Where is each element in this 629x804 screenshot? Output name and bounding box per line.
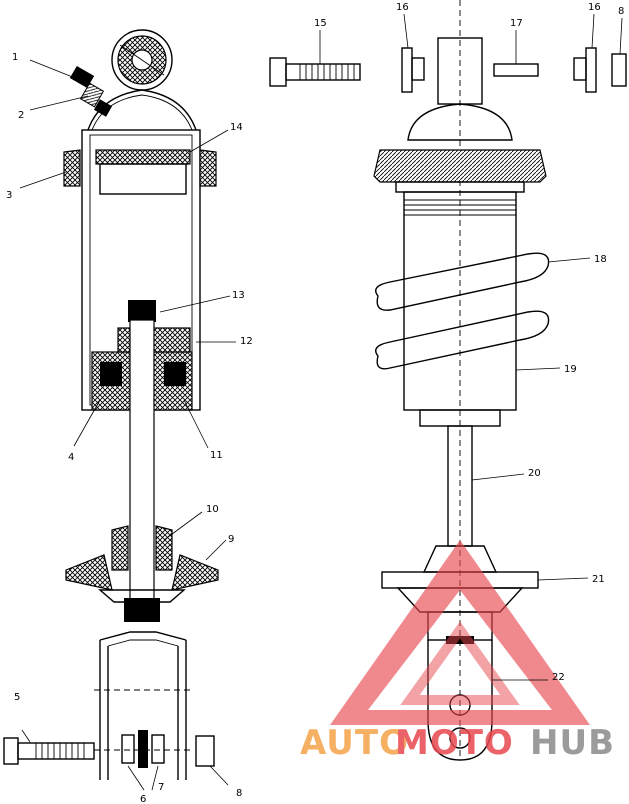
cylinder-body	[63, 129, 217, 601]
callout-7: 7	[158, 782, 164, 793]
nut-8-left	[195, 735, 215, 767]
fill-valve	[69, 65, 113, 117]
callout-16-left: 16	[396, 2, 409, 13]
watermark-text-moto: MOTO	[395, 723, 514, 763]
washer-16-left	[401, 47, 413, 93]
top-cap	[407, 103, 513, 141]
callout-5: 5	[14, 692, 20, 703]
callout-leaders	[19, 13, 623, 791]
callout-11: 11	[210, 450, 223, 461]
callout-8-right: 8	[618, 6, 624, 17]
callout-10: 10	[206, 504, 219, 515]
callout-20: 20	[528, 468, 541, 479]
callout-1: 1	[12, 52, 18, 63]
callout-22: 22	[552, 672, 565, 683]
callout-14: 14	[230, 122, 243, 133]
sleeve-17	[493, 63, 539, 77]
watermark-triangle-icon	[330, 540, 590, 725]
watermark-text-auto: AUTO	[300, 723, 409, 763]
callout-12: 12	[240, 336, 253, 347]
washer-16-right	[585, 47, 597, 93]
callout-labels: 1 2 3 4 5 6 7 8 9 10 11 12 13 14 15 16 1…	[6, 2, 624, 804]
callout-18: 18	[594, 254, 607, 265]
callout-6: 6	[140, 794, 146, 804]
callout-21: 21	[592, 574, 605, 585]
callout-3: 3	[6, 190, 12, 201]
watermark: AUTO MOTO HUB	[300, 540, 615, 763]
bolt-15	[269, 57, 361, 87]
watermark-text-hub: HUB	[530, 723, 615, 763]
nut-8-right	[611, 53, 627, 87]
reservoir-dome	[87, 89, 197, 131]
callout-16-right: 16	[588, 2, 601, 13]
callout-2: 2	[18, 110, 24, 121]
left-shock-section	[3, 29, 219, 780]
callout-4: 4	[68, 452, 74, 463]
callout-19: 19	[564, 364, 577, 375]
callout-9: 9	[228, 534, 234, 545]
callout-8: 8	[236, 788, 242, 799]
top-eye-bushing	[111, 29, 173, 91]
bump-stop-and-spring-seat	[65, 525, 219, 622]
coil-spring	[375, 252, 550, 370]
callout-17: 17	[510, 18, 523, 29]
bolt-5	[3, 737, 95, 765]
lower-clevis	[94, 631, 192, 780]
callout-15: 15	[314, 18, 327, 29]
callout-13: 13	[232, 290, 245, 301]
